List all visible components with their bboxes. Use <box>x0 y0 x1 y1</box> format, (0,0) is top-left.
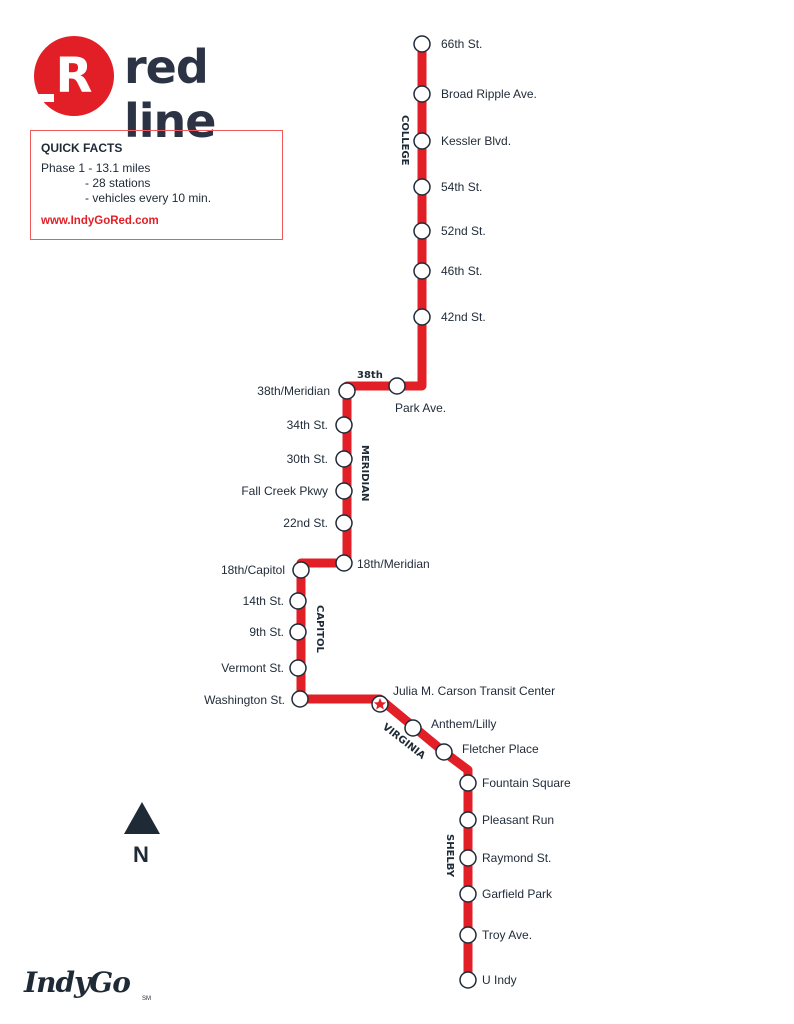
star-icon <box>373 698 387 710</box>
station-label: Park Ave. <box>395 401 446 415</box>
indygo-logo: IndyGo <box>24 966 131 999</box>
station-label: 9th St. <box>249 625 284 639</box>
street-label-capitol: CAPITOL <box>314 605 325 653</box>
station-label: Anthem/Lilly <box>431 717 496 731</box>
service-mark: SM <box>142 996 151 1002</box>
station-label: Washington St. <box>204 693 285 707</box>
station-34th[interactable]: 34th St. <box>287 416 353 434</box>
north-letter: N <box>133 842 149 867</box>
station-label: 38th/Meridian <box>257 384 330 398</box>
website-link[interactable]: www.IndyGoRed.com <box>41 215 159 227</box>
station-label: 30th St. <box>287 452 328 466</box>
station-66th[interactable]: 66th St. <box>413 35 482 53</box>
station-label: Raymond St. <box>482 851 551 865</box>
station-pleasant-run[interactable]: Pleasant Run <box>459 811 554 829</box>
station-label: 14th St. <box>243 594 284 608</box>
station-label: 42nd St. <box>441 310 486 324</box>
station-label: Fletcher Place <box>462 742 539 756</box>
station-park-ave[interactable]: Park Ave. <box>388 377 446 415</box>
station-fall-creek[interactable]: Fall Creek Pkwy <box>241 482 353 500</box>
station-label: Broad Ripple Ave. <box>441 87 537 101</box>
red-line-logo-icon: R <box>32 36 114 116</box>
station-54th[interactable]: 54th St. <box>413 178 482 196</box>
station-troy-ave[interactable]: Troy Ave. <box>459 926 532 944</box>
station-label: Kessler Blvd. <box>441 134 511 148</box>
station-30th[interactable]: 30th St. <box>287 450 353 468</box>
quick-facts-line: Phase 1 - 13.1 miles <box>41 161 151 175</box>
street-label-shelby: SHELBY <box>444 834 455 878</box>
street-label-college: COLLEGE <box>399 115 410 166</box>
station-18th-meridian[interactable]: 18th/Meridian <box>335 554 430 572</box>
station-label: 54th St. <box>441 180 482 194</box>
station-52nd[interactable]: 52nd St. <box>413 222 486 240</box>
station-label: Garfield Park <box>482 887 553 901</box>
station-kessler[interactable]: Kessler Blvd. <box>413 132 511 150</box>
station-label: 18th/Capitol <box>221 563 285 577</box>
north-indicator: N <box>122 800 162 870</box>
station-label: 52nd St. <box>441 224 486 238</box>
station-22nd[interactable]: 22nd St. <box>283 514 353 532</box>
north-arrow-icon <box>124 802 160 834</box>
logo-wordmark: red line <box>124 40 216 148</box>
station-fountain-square[interactable]: Fountain Square <box>459 774 571 792</box>
station-label: 22nd St. <box>283 516 328 530</box>
station-9th[interactable]: 9th St. <box>249 623 307 641</box>
quick-facts-line: - 28 stations <box>85 176 151 190</box>
station-label: Troy Ave. <box>482 928 532 942</box>
station-38th-meridian[interactable]: 38th/Meridian <box>257 382 356 400</box>
station-garfield-park[interactable]: Garfield Park <box>459 885 553 903</box>
station-46th[interactable]: 46th St. <box>413 262 482 280</box>
station-vermont[interactable]: Vermont St. <box>221 659 307 677</box>
quick-facts-line: - vehicles every 10 min. <box>85 191 212 205</box>
station-transit-center[interactable]: Julia M. Carson Transit Center <box>371 684 555 713</box>
station-broad-ripple[interactable]: Broad Ripple Ave. <box>413 85 537 103</box>
station-u-indy[interactable]: U Indy <box>459 971 517 989</box>
quick-facts-title: QUICK FACTS <box>41 141 123 155</box>
station-label: Julia M. Carson Transit Center <box>393 684 555 698</box>
street-label-meridian: MERIDIAN <box>359 445 370 501</box>
station-label: Fall Creek Pkwy <box>241 484 328 498</box>
station-label: Fountain Square <box>482 776 571 790</box>
station-label: U Indy <box>482 973 517 987</box>
logo-letter: R <box>56 48 93 104</box>
station-label: Vermont St. <box>221 661 284 675</box>
station-label: 18th/Meridian <box>357 557 430 571</box>
station-14th[interactable]: 14th St. <box>243 592 307 610</box>
station-washington[interactable]: Washington St. <box>204 690 309 708</box>
station-42nd[interactable]: 42nd St. <box>413 308 486 326</box>
street-label-38th: 38th <box>357 370 383 381</box>
station-label: 66th St. <box>441 37 482 51</box>
station-label: Pleasant Run <box>482 813 554 827</box>
quick-facts-box: QUICK FACTS Phase 1 - 13.1 miles - 28 st… <box>30 130 283 240</box>
red-line-logo: R red line <box>32 34 312 148</box>
station-raymond[interactable]: Raymond St. <box>459 849 551 867</box>
station-label: 46th St. <box>441 264 482 278</box>
station-label: 34th St. <box>287 418 328 432</box>
station-18th-capitol[interactable]: 18th/Capitol <box>221 561 310 579</box>
station-anthem-lilly[interactable]: Anthem/Lilly <box>404 717 496 737</box>
station-fletcher-place[interactable]: Fletcher Place <box>435 742 539 761</box>
